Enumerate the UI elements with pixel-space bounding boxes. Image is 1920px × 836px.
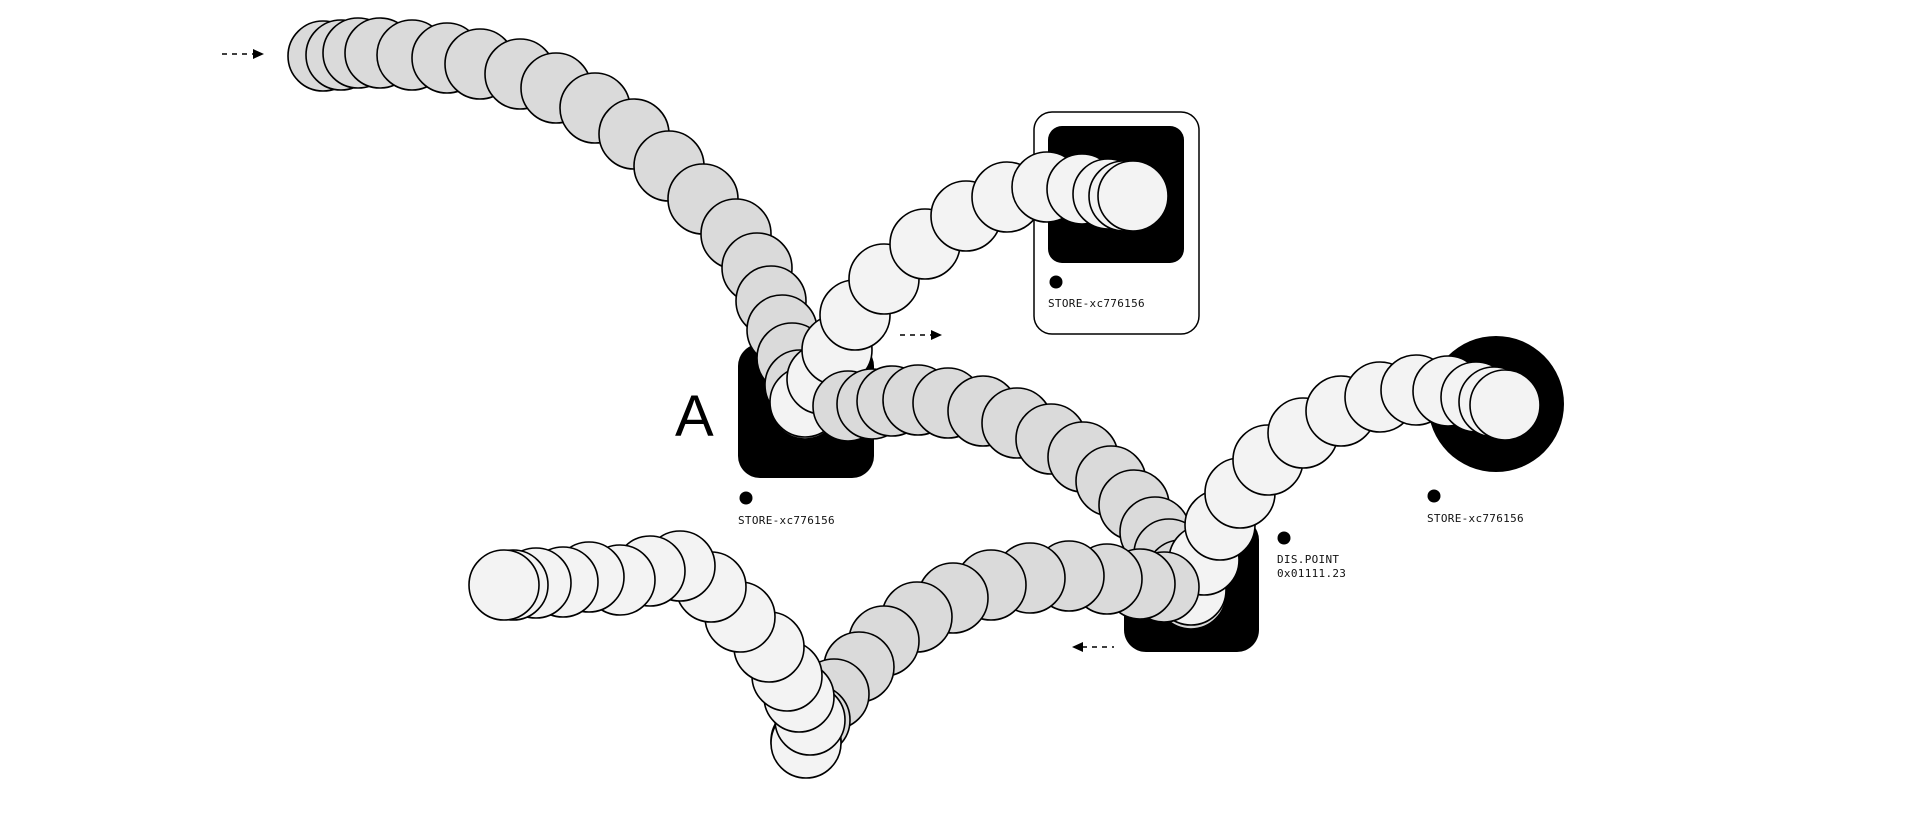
node-a-dot: [739, 491, 753, 505]
dispatch-label-line1: DIS.POINT: [1277, 553, 1339, 566]
bead: [468, 549, 540, 621]
chain-lower-left: [468, 530, 846, 779]
arrow-left-icon: [1072, 642, 1114, 652]
store-card-label: STORE-xc776156: [1048, 297, 1145, 310]
bead-chains: [287, 17, 1541, 779]
arrow-right-icon: [900, 330, 942, 340]
chain-upper-right: [769, 151, 1169, 438]
chain-main-curve: [287, 17, 841, 440]
store-ring-dot: [1427, 489, 1441, 503]
bead: [1097, 160, 1169, 232]
node-a-letter: A: [675, 384, 714, 449]
store-card-dot: [1049, 275, 1063, 289]
bead: [1469, 369, 1541, 441]
dispatch-label-line2: 0x01111.23: [1277, 567, 1346, 580]
arrow-right-icon: [222, 49, 264, 59]
store-ring-label: STORE-xc776156: [1427, 512, 1524, 525]
node-a-label: STORE-xc776156: [738, 514, 835, 527]
chain-right-rise: [1155, 354, 1541, 626]
dispatch-dot: [1277, 531, 1291, 545]
